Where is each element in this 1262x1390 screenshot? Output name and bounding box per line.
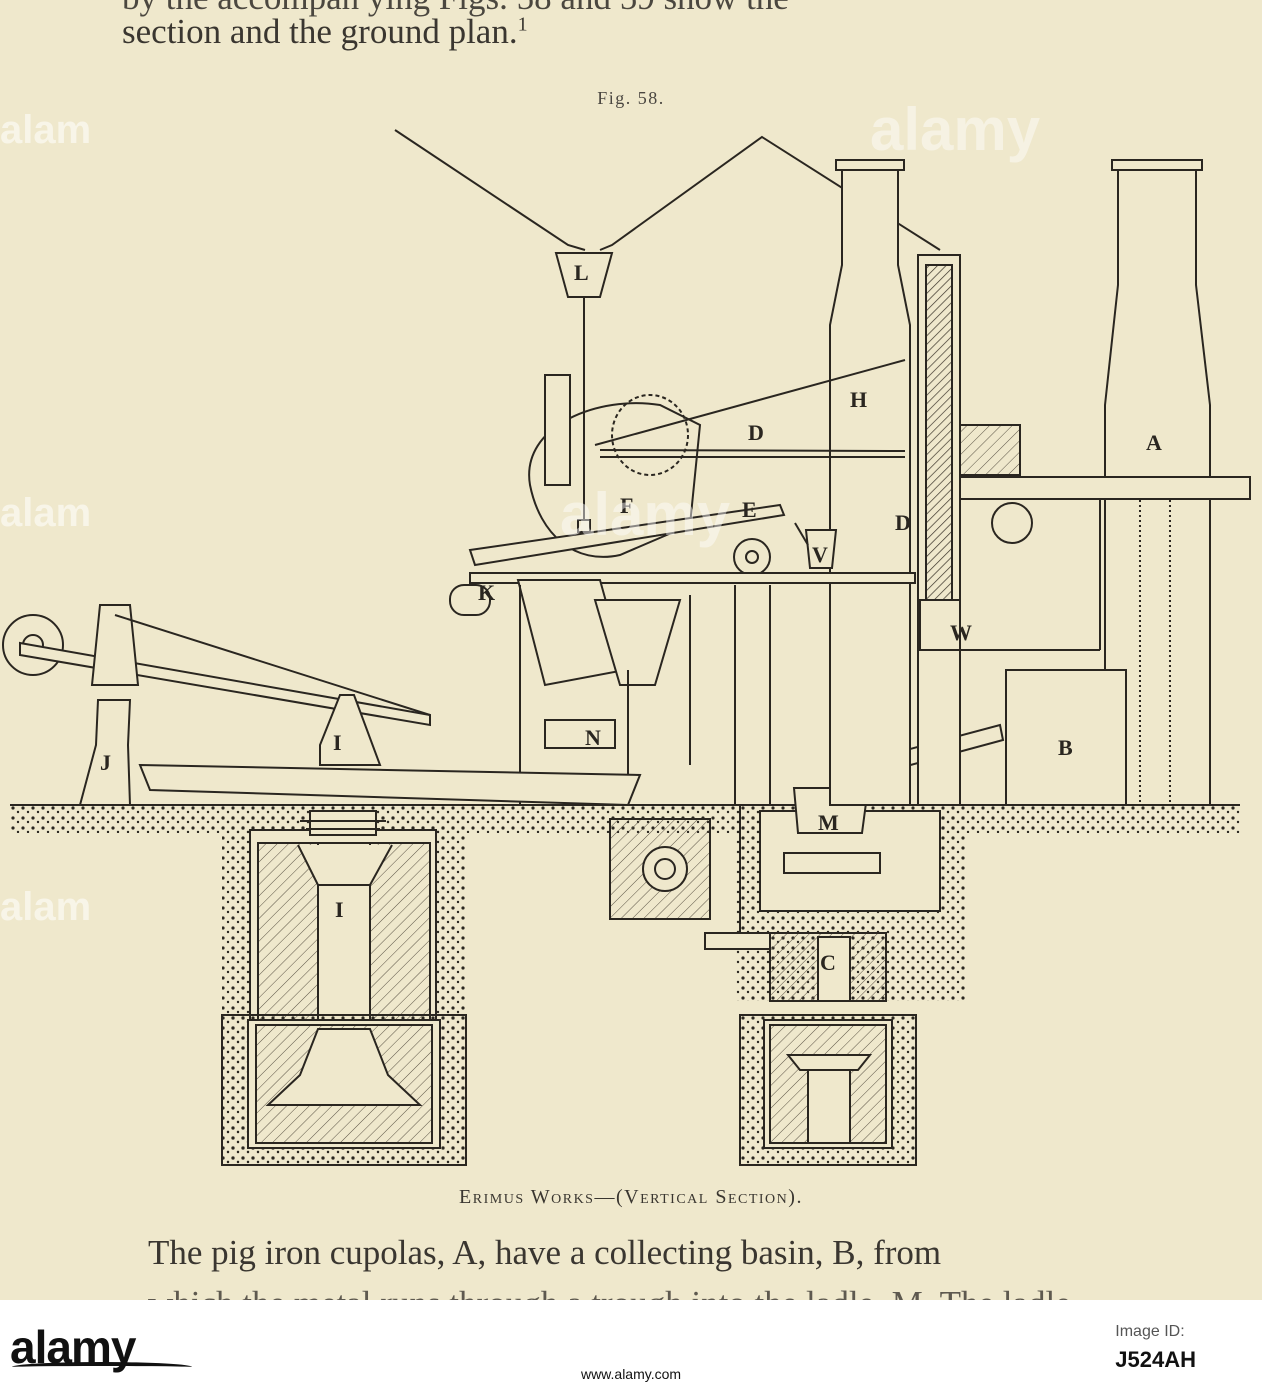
- body-text-cut-line: which the metal runs through a trough in…: [148, 1284, 1071, 1300]
- label-w: W: [950, 620, 972, 645]
- label-l: L: [574, 260, 589, 285]
- watermark-center-top: alamy: [870, 96, 1041, 163]
- converter-f: [528, 402, 702, 558]
- watermark-left-mid: alamy: [0, 491, 90, 535]
- label-v: V: [812, 542, 828, 567]
- label-j: J: [100, 750, 111, 775]
- roof-left-line: [394, 129, 586, 251]
- label-f: F: [620, 493, 633, 518]
- alamy-logo: alamy: [0, 1320, 210, 1375]
- watermark-left-top: alamy: [0, 108, 90, 152]
- stock-footer: alamy Image ID: J524AH www.alamy.com: [0, 1300, 1262, 1390]
- label-c: C: [820, 950, 836, 975]
- text-line-section: section and the ground plan.1: [122, 12, 528, 51]
- label-b: B: [1058, 735, 1073, 760]
- engraving-vertical-section: A B C D D E F H I I J K L M N V W: [2, 129, 1251, 1166]
- label-k: K: [478, 580, 495, 605]
- crane-column-j: [78, 699, 132, 806]
- label-n: N: [585, 725, 601, 750]
- basin-b: [1005, 669, 1127, 806]
- label-i-lower: I: [335, 897, 344, 922]
- image-id-block: Image ID: J524AH: [1115, 1318, 1196, 1374]
- label-a: A: [1146, 430, 1162, 455]
- label-d-lower: D: [895, 510, 911, 535]
- chimney-h: [829, 165, 911, 806]
- watermark-center-mid: alamy: [560, 481, 731, 548]
- section-caption: Erimus Works—(Vertical Section).: [459, 1186, 803, 1208]
- footer-url[interactable]: www.alamy.com: [580, 1366, 682, 1382]
- image-id-label: Image ID:: [1115, 1323, 1185, 1340]
- lever-e: [468, 503, 786, 567]
- body-text-line: The pig iron cupolas, A, have a collecti…: [148, 1233, 942, 1272]
- label-e: E: [742, 497, 757, 522]
- footnote-mark: 1: [517, 13, 528, 36]
- label-i-upper: I: [333, 730, 342, 755]
- image-id-value: J524AH: [1115, 1347, 1196, 1372]
- label-h: H: [850, 387, 867, 412]
- mould-i: [319, 694, 382, 766]
- cut-text-line: by the accompan ying Figs. 58 and 59 sho…: [122, 0, 1222, 18]
- figure-number: Fig. 58.: [597, 88, 665, 108]
- label-m: M: [818, 810, 839, 835]
- logo-swoosh-icon: [12, 1362, 192, 1372]
- hopper-l: [554, 252, 614, 298]
- label-d-upper: D: [748, 420, 764, 445]
- scanned-page: by the accompan ying Figs. 58 and 59 sho…: [0, 0, 1262, 1300]
- watermark-left-bottom: alamy: [0, 885, 90, 929]
